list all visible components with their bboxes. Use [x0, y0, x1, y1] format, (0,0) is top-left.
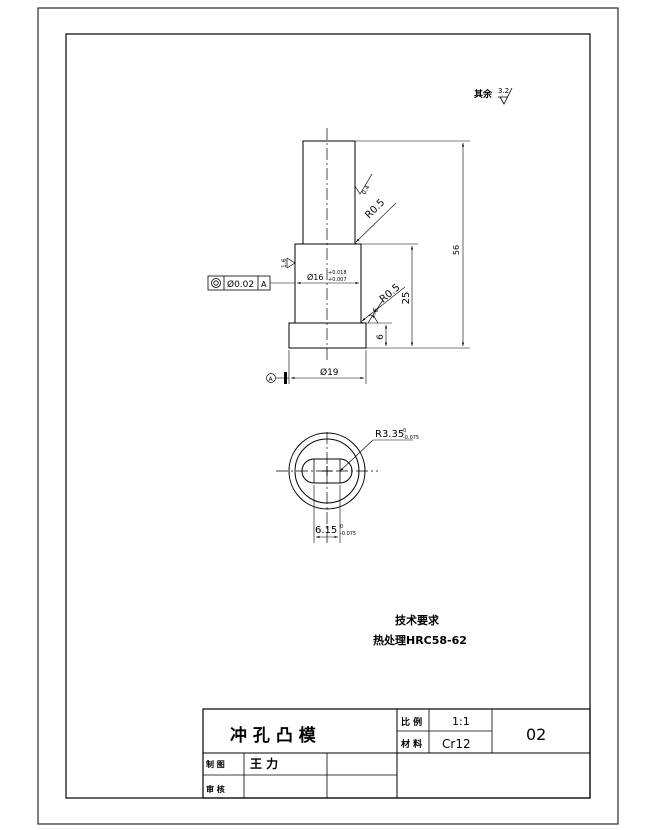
- concentricity-inner-icon: [213, 280, 219, 286]
- tolerance-datum: A: [261, 280, 267, 289]
- surface-note-label: 其余: [474, 88, 493, 100]
- radius-upper-deviation: 0: [403, 428, 406, 434]
- concentricity-icon: [211, 278, 221, 288]
- width-upper-deviation: 0: [340, 524, 343, 530]
- roughness-tip-value: 0.4: [361, 184, 372, 196]
- datum-symbol: A: [266, 372, 289, 384]
- inner-border: [65, 33, 591, 799]
- radius-top-view-label: R3.35: [375, 429, 404, 440]
- roughness-shoulder: 1.6: [367, 299, 384, 324]
- dim-body-dia-upper: +0.018: [328, 270, 347, 276]
- roughness-side: 1.6: [281, 257, 296, 269]
- surface-note-value: 3.2: [498, 87, 509, 95]
- material-value: Cr12: [442, 737, 471, 751]
- roughness-tip: 0.4: [354, 173, 373, 196]
- roughness-symbol-icon: [498, 87, 513, 105]
- scale-value: 1:1: [452, 715, 470, 728]
- dim-body-dia: Ø16: [307, 272, 323, 282]
- datum-letter: A: [269, 376, 274, 383]
- tolerance-frame-outline: [207, 275, 271, 291]
- part-name: 冲 孔 凸 模: [230, 725, 317, 746]
- tech-requirements-title: 技术要求: [395, 613, 440, 627]
- roughness-shoulder-icon: [367, 299, 384, 324]
- dim-head-height: 6: [376, 334, 386, 340]
- punch-tip-outline: [302, 140, 356, 245]
- material-label: 材 料: [400, 738, 422, 750]
- checked-label: 审 核: [206, 784, 225, 794]
- drawn-by: 王 力: [250, 756, 278, 771]
- tech-requirements-line1: 热处理HRC58-62: [373, 633, 467, 647]
- roughness-side-value: 1.6: [281, 258, 288, 268]
- fillet-bottom: [360, 319, 365, 324]
- width-lower-deviation: -0.075: [340, 531, 356, 537]
- punch-body-outline: [294, 243, 362, 324]
- dim-body-dia-lower: +0.007: [328, 277, 347, 283]
- fillet-top: [354, 240, 359, 245]
- dim-width: 6.15: [315, 525, 337, 536]
- datum-circle-icon: [266, 373, 276, 383]
- drawn-label: 制 图: [206, 759, 225, 769]
- leader-radius-bottom: [361, 286, 406, 322]
- technical-requirements: 技术要求 热处理HRC58-62: [373, 613, 467, 647]
- dim-head-dia: Ø19: [320, 367, 339, 378]
- geometric-tolerance-frame: Ø0.02 A: [207, 275, 295, 291]
- surface-roughness-note: 其余 3.2: [474, 87, 513, 105]
- dim-overall-height: 56: [452, 245, 461, 255]
- head-circle: [288, 432, 366, 510]
- dim-body-height: 25: [401, 292, 412, 305]
- leader-radius-top-view: [339, 439, 374, 472]
- drawing-number: 02: [526, 725, 546, 744]
- roughness-side-icon: [286, 257, 296, 269]
- scale-label: 比 例: [401, 716, 422, 728]
- title-block: 冲 孔 凸 模 比 例 1:1 材 料 Cr12 02 制 图 王 力 审 核: [202, 708, 591, 799]
- body-circle: [294, 438, 360, 504]
- punch-head-outline: [288, 322, 367, 349]
- leader-radius-top: [355, 202, 397, 243]
- front-view: 56 25 6 R0.5 R0.5 0.4 1.6 1.6: [207, 128, 470, 384]
- tolerance-value: Ø0.02: [227, 279, 254, 290]
- datum-triangle-icon: [284, 372, 287, 384]
- radius-top-label: R0.5: [363, 197, 387, 221]
- top-view: R3.35 0 -0.075 6.15 0 -0.075: [276, 428, 419, 543]
- radius-lower-deviation: -0.075: [403, 435, 419, 441]
- roughness-tip-icon: [354, 173, 373, 195]
- outer-border: [37, 7, 619, 825]
